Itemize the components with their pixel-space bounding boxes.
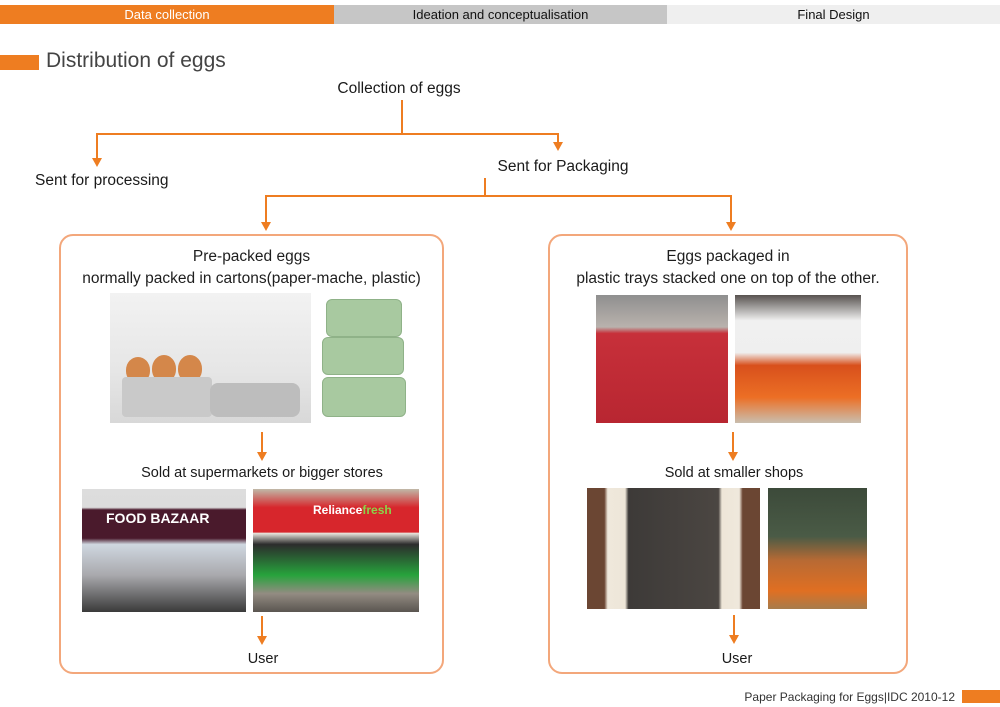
footer-caption: Paper Packaging for Eggs|IDC 2010-12 <box>744 690 955 704</box>
arrow-down-icon <box>92 158 102 167</box>
carton-stack <box>122 377 212 417</box>
connector-root-down <box>401 100 403 134</box>
arrow-down-icon <box>261 222 271 231</box>
end-user-right: User <box>721 651 753 667</box>
connector-to-small-shops <box>732 432 734 454</box>
photo-green-cartons <box>320 293 410 423</box>
tab-ideation[interactable]: Ideation and conceptualisation <box>334 5 667 24</box>
green-carton <box>322 337 404 375</box>
store-sign-food-bazaar: FOOD BAZAAR <box>106 510 210 526</box>
store-sign-reliance: Reliancefresh <box>313 503 392 517</box>
photo-orange-trays <box>735 295 861 423</box>
panel-prepacked-title: Pre-packed eggs normally packed in carto… <box>61 246 442 290</box>
panel-title-line2: plastic trays stacked one on top of the … <box>576 270 880 287</box>
sold-at-supermarkets: Sold at supermarkets or bigger stores <box>141 465 383 481</box>
connector-to-supermarkets <box>261 432 263 454</box>
flow-node-processing: Sent for processing <box>35 172 169 189</box>
title-accent-bar <box>0 55 39 70</box>
panel-title-line2: normally packed in cartons(paper-mache, … <box>82 270 421 287</box>
phase-tabbar: Data collection Ideation and conceptuali… <box>0 5 1000 24</box>
connector-packaging-down <box>484 178 486 197</box>
photo-red-trays <box>596 295 728 423</box>
tab-data-collection[interactable]: Data collection <box>0 5 334 24</box>
panel-title-line1: Eggs packaged in <box>666 248 790 265</box>
flow-node-packaging: Sent for Packaging <box>497 158 629 175</box>
connector-to-packaging <box>557 133 559 143</box>
connector-to-user-right <box>733 615 735 637</box>
arrow-down-icon <box>728 452 738 461</box>
page-title: Distribution of eggs <box>46 49 226 72</box>
photo-paper-mache-cartons <box>110 293 311 423</box>
arrow-down-icon <box>726 222 736 231</box>
flow-node-collection: Collection of eggs <box>337 80 461 97</box>
panel-prepacked: Pre-packed eggs normally packed in carto… <box>59 234 444 674</box>
arrow-down-icon <box>257 636 267 645</box>
carton-lids <box>210 383 300 417</box>
panel-trays-title: Eggs packaged in plastic trays stacked o… <box>550 246 906 290</box>
panel-plastic-trays: Eggs packaged in plastic trays stacked o… <box>548 234 908 674</box>
green-carton <box>326 299 402 337</box>
green-carton <box>322 377 406 417</box>
sold-at-small-shops: Sold at smaller shops <box>664 465 804 481</box>
connector-root-split <box>96 133 559 135</box>
photo-food-bazaar: FOOD BAZAAR <box>82 489 246 612</box>
photo-kiosk <box>587 488 760 609</box>
connector-to-user-left <box>261 616 263 638</box>
end-user-left: User <box>247 651 279 667</box>
photo-vendor <box>768 488 867 609</box>
arrow-down-icon <box>553 142 563 151</box>
connector-to-trays <box>730 195 732 223</box>
connector-to-prepacked <box>265 195 267 223</box>
store-sign-reliance-text: Reliance <box>313 503 363 517</box>
tab-final-design[interactable]: Final Design <box>667 5 1000 24</box>
photo-reliance-fresh: Reliancefresh <box>253 489 419 612</box>
connector-to-processing <box>96 133 98 159</box>
panel-title-line1: Pre-packed eggs <box>192 248 311 265</box>
arrow-down-icon <box>729 635 739 644</box>
arrow-down-icon <box>257 452 267 461</box>
connector-packaging-split <box>265 195 732 197</box>
store-sign-fresh-text: fresh <box>362 503 392 517</box>
footer-accent-bar <box>962 690 1000 703</box>
